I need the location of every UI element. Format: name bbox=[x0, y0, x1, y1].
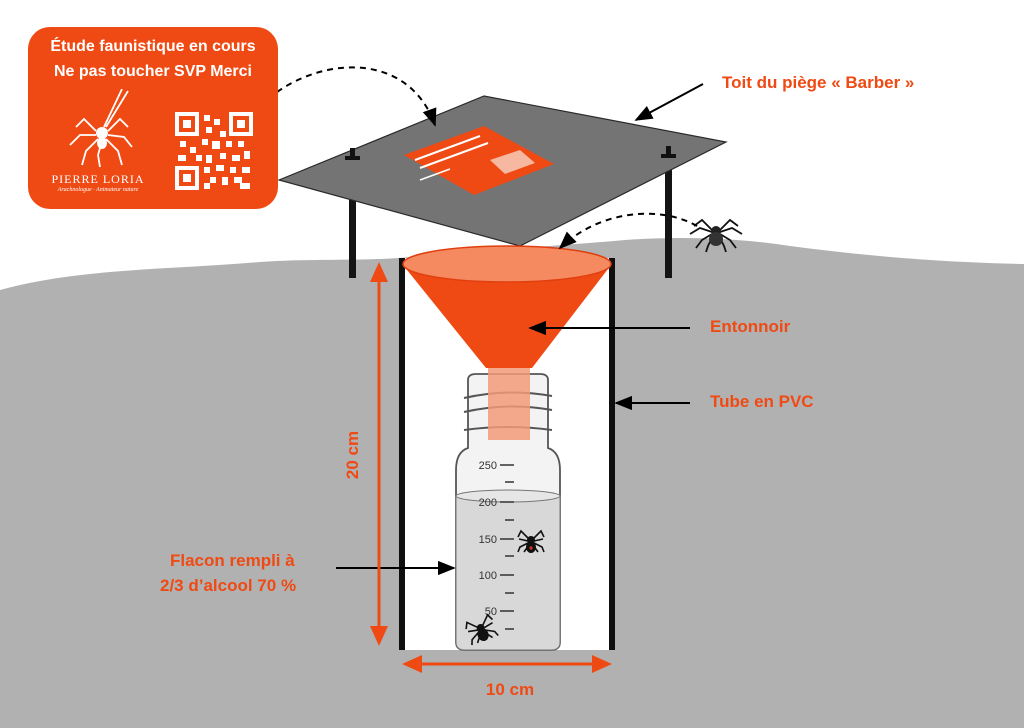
height-dimension bbox=[370, 262, 388, 646]
qr-code-icon bbox=[175, 112, 253, 190]
alcohol-liquid bbox=[455, 491, 561, 651]
spider-icon bbox=[689, 218, 743, 253]
sign-line-1: Étude faunistique en cours bbox=[50, 38, 256, 55]
dashed-arrow-spider bbox=[558, 212, 698, 250]
label-tube: Tube en PVC bbox=[710, 392, 814, 411]
pvc-tube-right-wall bbox=[609, 258, 615, 650]
graduation-ticks bbox=[500, 464, 514, 630]
label-flask-line-1: Flacon rempli à bbox=[170, 551, 295, 570]
brand-name: PIERRE LORIA bbox=[51, 172, 145, 186]
arrow-roof bbox=[634, 83, 704, 121]
graduation-150: 150 bbox=[479, 534, 497, 546]
flask bbox=[455, 373, 561, 651]
label-funnel: Entonnoir bbox=[710, 317, 791, 336]
label-flask-line-2: 2/3 d’alcool 70 % bbox=[160, 576, 297, 595]
roof-bolt-left bbox=[345, 148, 360, 160]
dashed-arrow-sign bbox=[276, 66, 437, 127]
warning-sign: Étude faunistique en cours Ne pas touche… bbox=[28, 27, 278, 209]
roof-mini-sign bbox=[404, 126, 554, 195]
roof-leg-right bbox=[665, 168, 672, 278]
width-dimension bbox=[402, 655, 612, 673]
roof-bolt-right bbox=[661, 146, 676, 158]
roof-leg-left bbox=[349, 196, 356, 278]
label-roof: Toit du piège « Barber » bbox=[722, 73, 915, 92]
sign-line-2: Ne pas toucher SVP Merci bbox=[54, 63, 252, 80]
spider-logo-icon bbox=[69, 89, 133, 168]
funnel bbox=[402, 245, 612, 440]
pvc-tube-left-wall bbox=[399, 258, 405, 650]
brand-subtitle: Arachnologue · Animateur nature bbox=[57, 187, 139, 193]
spider-icon bbox=[517, 529, 545, 553]
graduation-100: 100 bbox=[479, 570, 497, 582]
label-width: 10 cm bbox=[485, 680, 535, 699]
spider-icon bbox=[465, 613, 499, 646]
graduation-250: 250 bbox=[479, 460, 497, 472]
graduation-200: 200 bbox=[479, 497, 497, 509]
label-height: 20 cm bbox=[343, 430, 362, 480]
